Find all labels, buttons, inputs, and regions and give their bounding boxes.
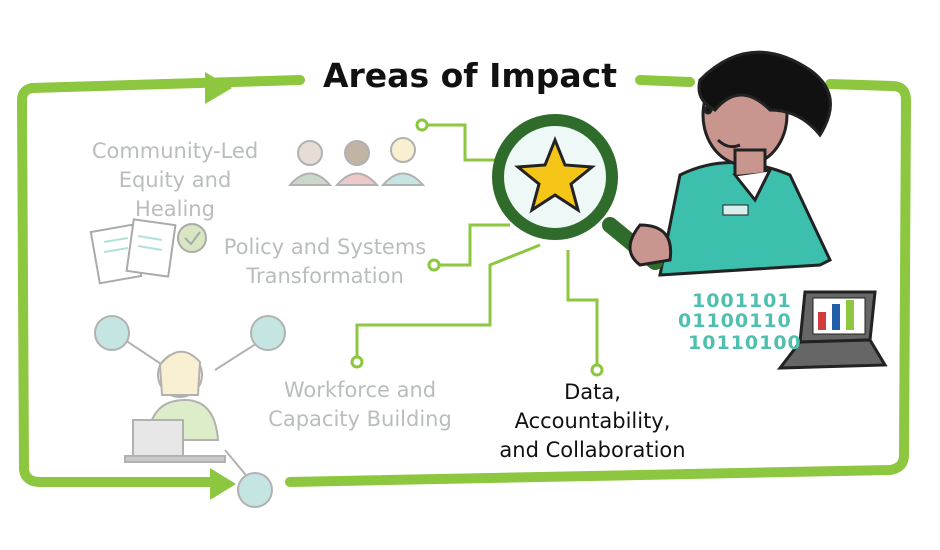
area-label-line1: Workforce and [283, 378, 437, 402]
binary-line: 1001101 [692, 290, 792, 312]
area-label-line2: Transformation [246, 264, 404, 288]
magnifying-glass-icon [492, 114, 673, 270]
binary-line: 10110100 [688, 332, 802, 354]
arrow-top-icon [205, 72, 232, 104]
area-policy-systems: Policy and Systems Transformation [220, 233, 430, 291]
workforce-network-icon [94, 315, 286, 508]
woman-figure [658, 50, 832, 277]
connector-lines [355, 123, 599, 368]
binary-line: 01100110 [678, 310, 792, 332]
policy-documents-icon [89, 218, 207, 285]
area-label-line1: Data, Accountability, [514, 380, 671, 433]
area-label-line2: Equity and Healing [118, 168, 232, 221]
star-icon [514, 135, 596, 214]
community-people-icon [287, 137, 426, 186]
area-label-line1: Policy and Systems [223, 235, 427, 259]
page-title: Areas of Impact [322, 56, 617, 95]
area-label-line1: Community-Led [91, 139, 259, 163]
area-community-led: Community-Led Equity and Healing [80, 137, 270, 224]
arrow-bottom-icon [210, 468, 236, 500]
laptop-chart-icon [776, 290, 888, 370]
area-label-line2: and Collaboration [499, 438, 686, 462]
area-workforce-capacity: Workforce and Capacity Building [265, 376, 455, 434]
area-label-line2: Capacity Building [268, 407, 452, 431]
green-frame [16, 75, 912, 487]
area-data-accountability: Data, Accountability, and Collaboration [485, 378, 700, 465]
